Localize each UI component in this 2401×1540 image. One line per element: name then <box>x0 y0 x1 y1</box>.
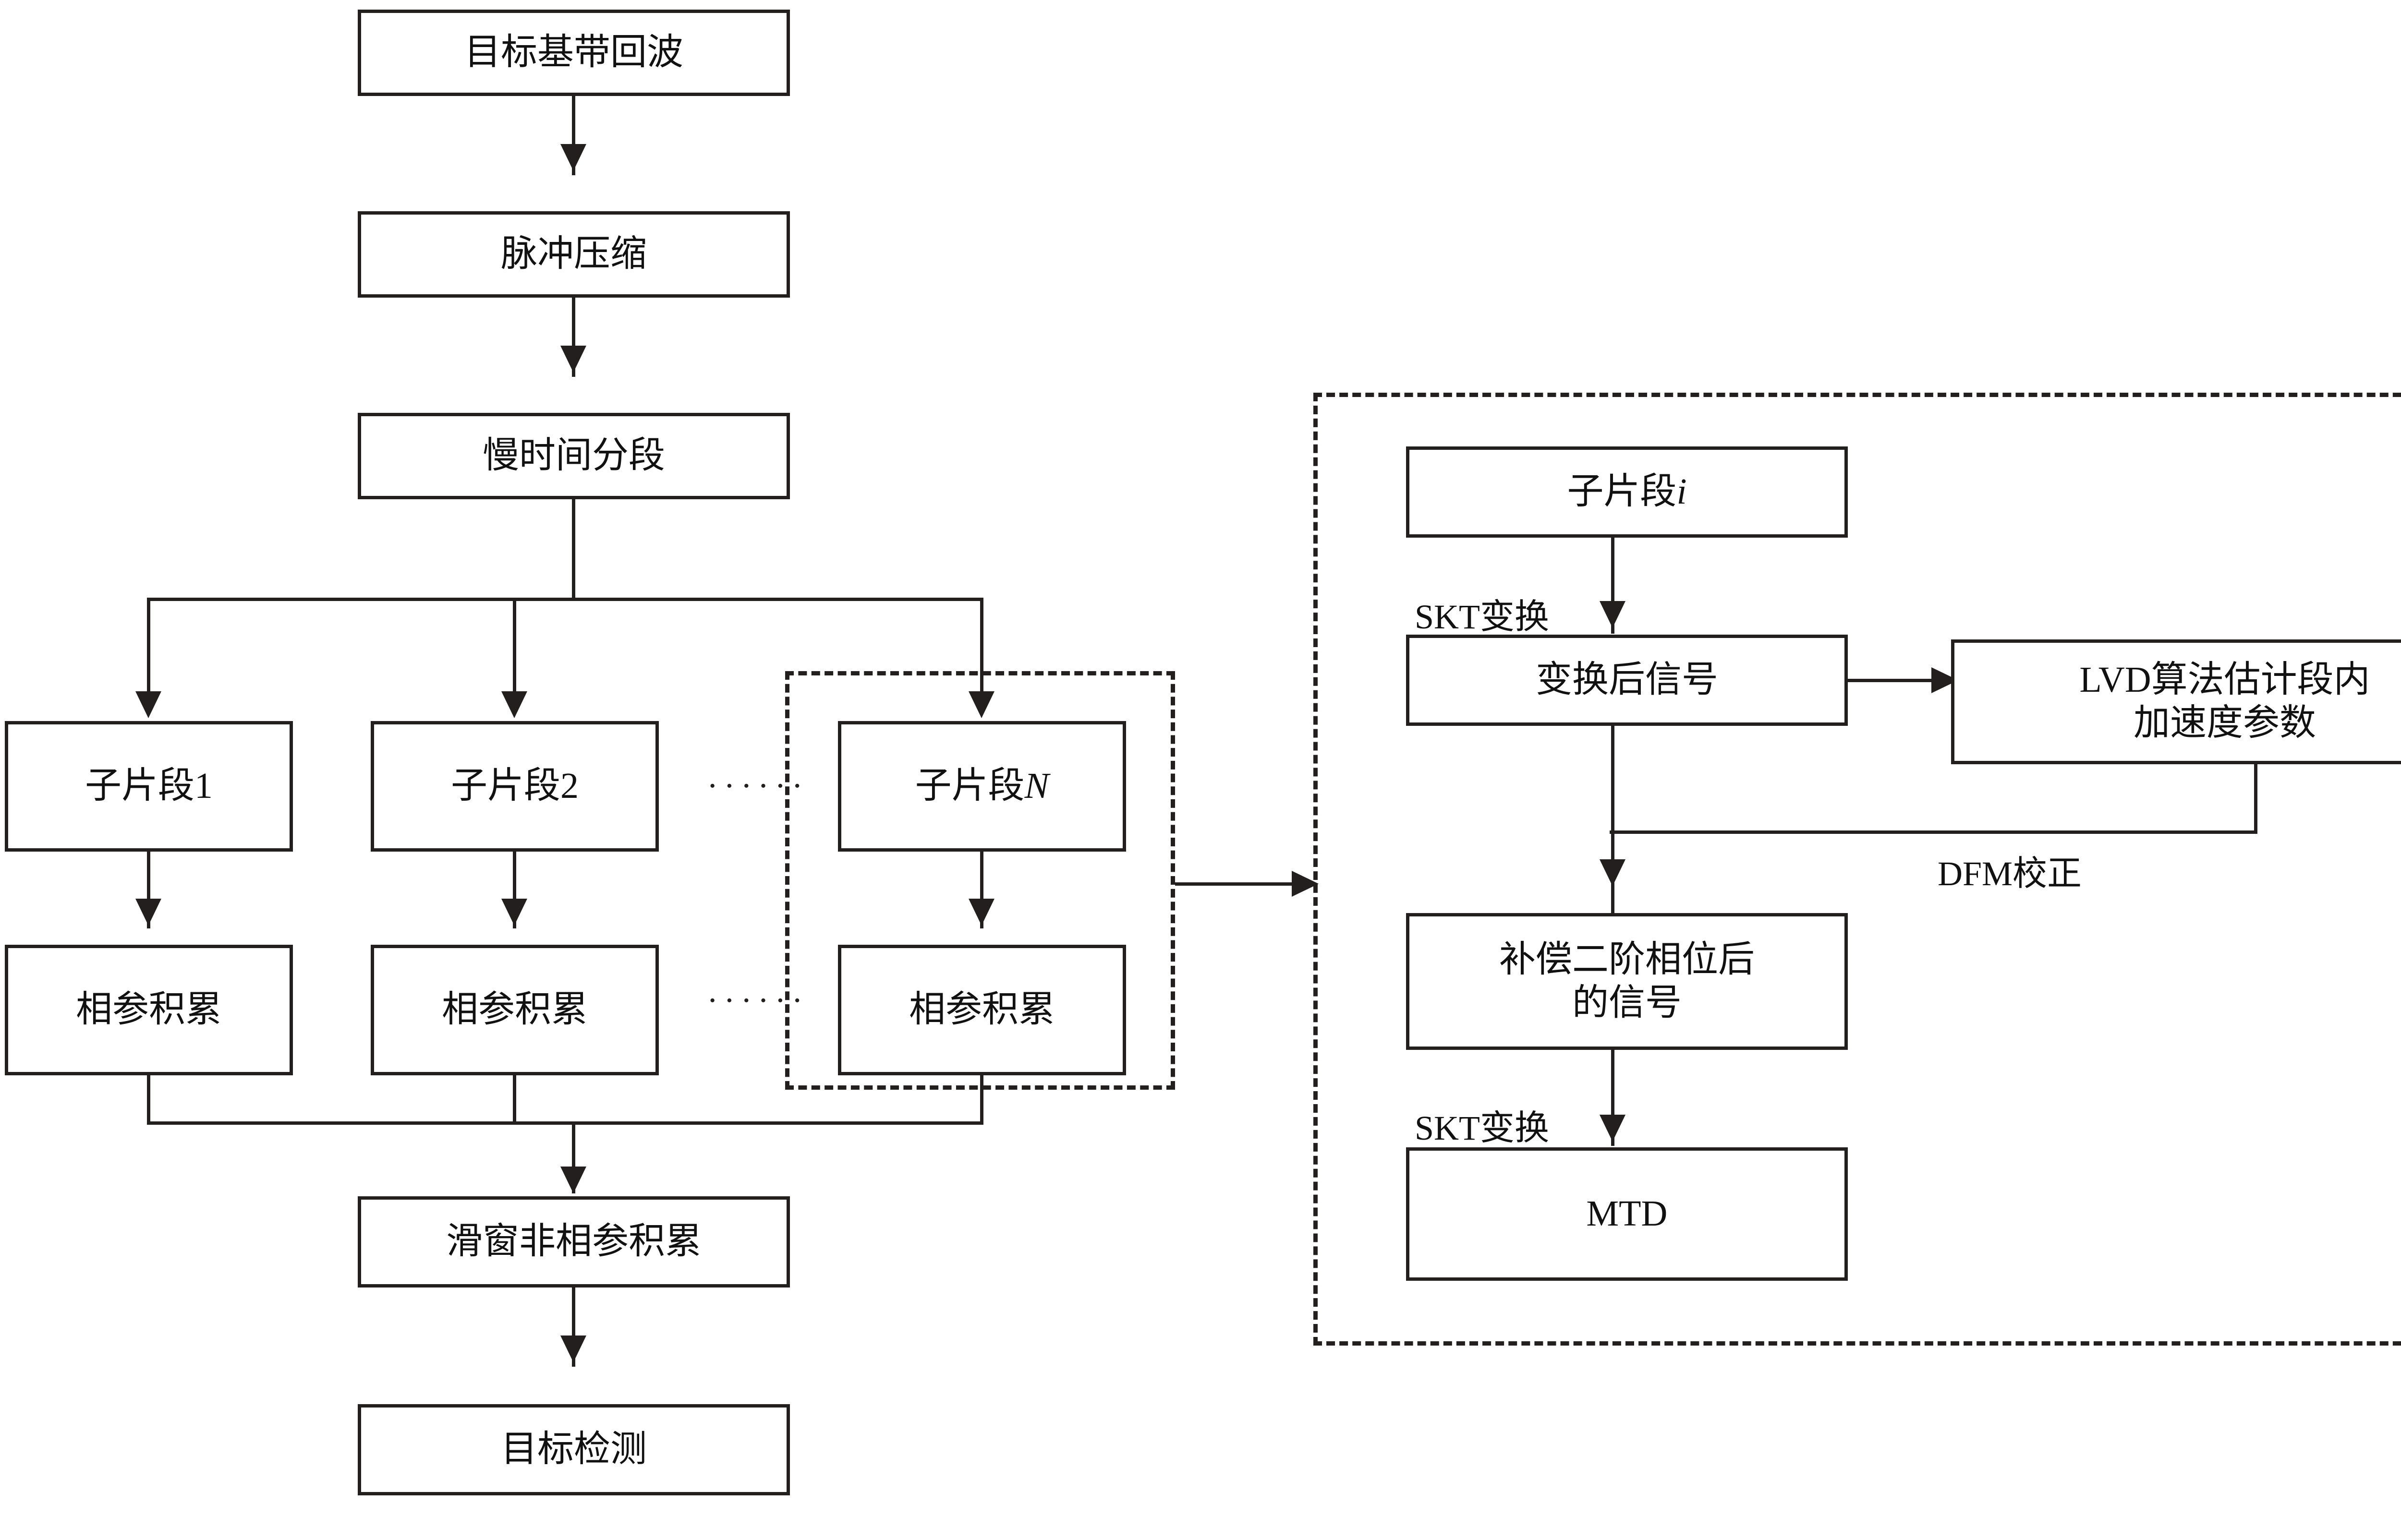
node-subsegment-n-label: 子片段 <box>915 766 1025 806</box>
arrow-transformed-to-compensated <box>1600 859 1625 886</box>
edge-merge-to-swnci <box>572 1121 575 1193</box>
node-mtd: MTD <box>1406 1147 1848 1281</box>
edge-ci2-to-merge <box>513 1075 516 1123</box>
node-sliding-window-noncoherent-integration: 滑窗非相参积累 <box>358 1196 790 1287</box>
edge-bus-to-subn <box>980 598 983 701</box>
edge-transformed-to-compensated <box>1611 726 1614 913</box>
edge-sub1-to-ci1 <box>147 852 150 928</box>
node-lvd-acceleration-estimation: LVD算法估计段内 加速度参数 <box>1951 639 2401 764</box>
edge-transformed-to-lvd <box>1848 679 1951 682</box>
node-subsegment-i-index: i <box>1676 471 1687 512</box>
node-coherent-integration-2: 相参积累 <box>371 945 659 1075</box>
edge-bus-to-sub2 <box>513 598 516 701</box>
edge-compensated-to-mtd <box>1611 1050 1614 1146</box>
node-coherent-integration-1: 相参积累 <box>5 945 293 1075</box>
edge-cin-to-merge <box>980 1075 983 1123</box>
arrow-subi-to-transformed <box>1600 601 1625 628</box>
arrow-compensated-to-mtd <box>1600 1115 1625 1142</box>
arrow-merge-to-swnci <box>560 1167 586 1193</box>
node-subsegment-2: 子片段2 <box>371 721 659 852</box>
edge-subn-to-cin <box>980 852 983 928</box>
edge-subi-to-transformed <box>1611 538 1614 634</box>
node-subsegment-1: 子片段1 <box>5 721 293 852</box>
arrow-bus-to-sub2 <box>501 691 527 718</box>
arrow-sub2-to-ci2 <box>501 899 527 926</box>
edge-lvd-feedback-down <box>2254 764 2257 834</box>
edge-echo-to-pulsecomp <box>572 96 575 175</box>
node-slow-time-segmentation: 慢时间分段 <box>358 413 790 499</box>
label-skt-transform-bottom: SKT变换 <box>1415 1109 1550 1147</box>
arrow-sub1-to-ci1 <box>135 899 161 926</box>
edge-bus-to-sub1 <box>147 598 150 701</box>
arrow-subn-to-cin <box>969 899 994 926</box>
edge-sub2-to-ci2 <box>513 852 516 928</box>
edge-slowtime-bus-stem <box>572 499 575 601</box>
edge-ci1-to-merge <box>147 1075 150 1123</box>
edge-group-to-right-panel <box>1175 882 1314 886</box>
arrow-echo-to-pulsecomp <box>560 144 586 171</box>
dashed-panel-subsegment-processing <box>1313 393 2401 1346</box>
ellipsis-coherent-integration-row: ······ <box>707 982 809 1019</box>
edge-pulsecomp-to-slowtime <box>572 298 575 377</box>
node-coherent-integration-n: 相参积累 <box>838 945 1126 1075</box>
edge-merge-bus <box>147 1121 983 1125</box>
edge-lvd-feedback-left <box>1610 830 2257 834</box>
node-target-baseband-echo: 目标基带回波 <box>358 10 790 96</box>
edge-swnci-to-detection <box>572 1287 575 1367</box>
arrow-bus-to-sub1 <box>135 691 161 718</box>
node-subsegment-n-index: N <box>1024 766 1049 806</box>
node-compensated-second-order-phase-signal: 补偿二阶相位后 的信号 <box>1406 913 1848 1050</box>
node-pulse-compression: 脉冲压缩 <box>358 211 790 298</box>
arrow-swnci-to-detection <box>560 1335 586 1362</box>
node-subsegment-i-label: 子片段 <box>1567 471 1677 512</box>
node-transformed-signal: 变换后信号 <box>1406 635 1848 726</box>
node-target-detection: 目标检测 <box>358 1404 790 1495</box>
edge-split-bus <box>147 598 983 601</box>
arrow-bus-to-subn <box>969 691 994 718</box>
label-dfm-correction: DFM校正 <box>1938 854 2082 893</box>
ellipsis-subsegment-row: ······ <box>707 768 809 805</box>
arrow-pulsecomp-to-slowtime <box>560 346 586 373</box>
label-skt-transform-top: SKT变换 <box>1415 598 1550 636</box>
